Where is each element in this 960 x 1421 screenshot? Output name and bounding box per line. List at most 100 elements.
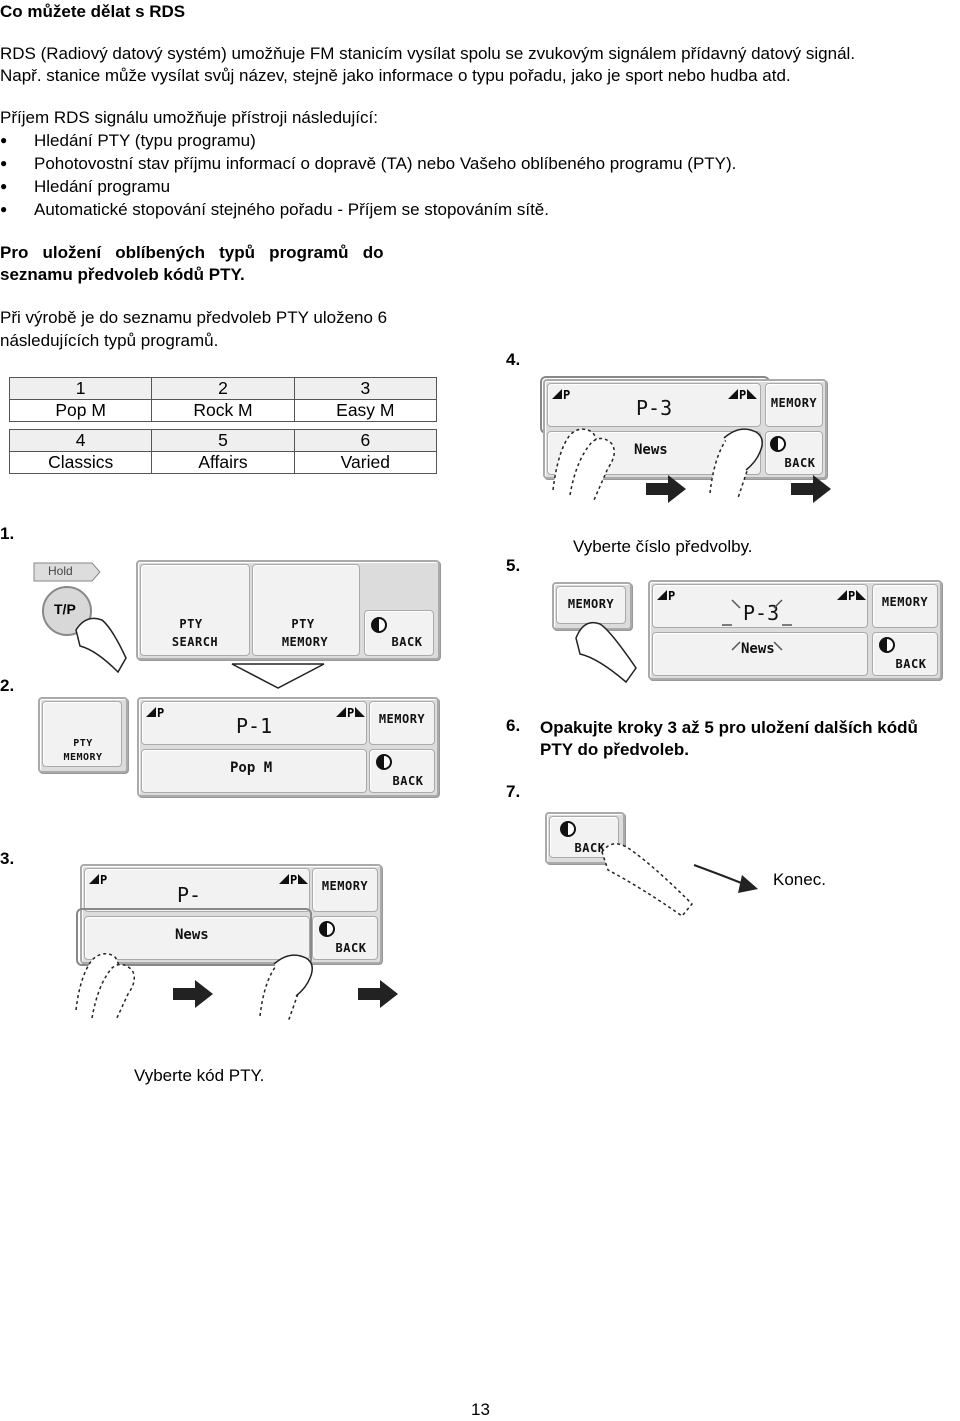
back-icon [376,754,392,770]
preset-up-icon: P [837,589,866,603]
preset-readout: P-3 [743,601,780,625]
preset-readout: P-1 [236,714,273,738]
memory-button[interactable]: MEMORY [872,584,938,628]
page-number: 13 [471,1400,490,1419]
pty-readout: News [634,442,668,458]
page-title: Co můžete dělat s RDS [0,2,186,21]
finger-icon [575,621,637,684]
intro-line-2: Např. stanice může vysílat svůj název, s… [0,66,791,85]
preset-up-icon: P [728,388,757,402]
panel-outline [76,908,312,966]
factory-presets-line-2: následujících typů programů. [0,331,219,350]
preset-down-icon: P [89,873,107,887]
preset-readout: P-3 [636,396,673,420]
factory-presets-line-1: Při výrobě je do seznamu předvoleb PTY u… [0,308,388,327]
pty-readout: Pop M [230,760,273,776]
pty-readout: News [175,927,209,943]
step-4-number: 4. [506,350,521,369]
display-panel: P P P-3 MEMORY News BACK [648,580,942,680]
arrow-right-icon [358,980,398,1008]
back-button[interactable]: BACK [364,610,434,656]
intro-line-1: RDS (Radiový datový systém) umožňuje FM … [0,44,856,63]
preset-readout: P- [177,883,202,907]
step-1-number: 1. [0,524,15,543]
rds-features-intro: Příjem RDS signálu umožňuje přístroji ná… [0,108,378,127]
back-icon [560,821,576,837]
store-heading-line-1: Pro uložení oblíbených typů programů do [0,243,384,262]
preset-up-icon: P [279,873,308,887]
preset-down-icon: P [146,706,164,720]
preset-name: Rock M [151,399,295,422]
arrow-right-icon [173,980,213,1008]
preset-number: 1 [8,377,153,400]
display-upper[interactable]: P P P-3 [547,383,761,427]
step-3-caption: Vyberte kód PTY. [134,1066,265,1085]
preset-number: 4 [8,429,153,452]
step-6-text-line-1: Opakujte kroky 3 až 5 pro uložení dalšíc… [540,718,918,737]
finger-icon [259,954,313,1023]
finger-icon [709,428,763,499]
preset-number: 5 [151,429,295,452]
back-button[interactable]: BACK [872,632,938,676]
preset-down-icon: P [552,388,570,402]
step-7-text: Konec. [773,870,826,889]
display-lower[interactable]: Pop M [141,749,367,793]
memory-button[interactable]: MEMORY [765,383,823,427]
preset-number: 3 [293,377,438,400]
pty-memory-button[interactable]: PTY MEMORY [252,564,360,656]
preset-number: 6 [293,429,438,452]
step-5-text: Vyberte číslo předvolby. [573,537,753,556]
step-2-number: 2. [0,676,15,695]
step-3-number: 3. [0,849,15,868]
back-icon [879,637,895,653]
arrow-down-icon [231,663,325,689]
pty-readout: News [741,641,775,657]
display-upper[interactable]: P P P-1 [141,701,367,745]
feature-list: ●Hledání PTY (typu programu) ●Pohotovost… [0,129,940,221]
hold-label: Hold [48,564,73,578]
display-lower[interactable]: News [84,916,310,960]
arrow-right-icon [693,864,758,893]
display-panel: PTY MEMORY [38,697,128,773]
memory-button[interactable]: MEMORY [312,868,378,912]
list-item: ●Hledání programu [0,177,171,196]
arrow-right-icon [791,475,831,503]
preset-number: 2 [151,377,295,400]
display-panel: BACK [545,812,625,864]
hold-tag [33,562,101,582]
preset-name: Easy M [293,399,438,422]
display-upper[interactable]: P P P-3 [652,584,868,628]
display-panel: P P P- MEMORY News BACK [80,864,382,964]
back-button[interactable]: BACK [312,916,378,960]
list-item: ●Pohotovostní stav příjmu informací o do… [0,154,737,173]
preset-name: Affairs [151,451,295,474]
display-lower[interactable]: News [652,632,868,676]
back-button[interactable]: BACK [549,816,619,858]
back-button[interactable]: BACK [369,749,435,793]
arrow-right-icon [646,475,686,503]
finger-icon [75,953,135,1021]
list-item: ●Automatické stopování stejného pořadu -… [0,200,549,219]
list-item: ●Hledání PTY (typu programu) [0,131,256,150]
display-panel: PTY SEARCH PTY MEMORY BACK [136,560,440,660]
step-7-number: 7. [506,782,521,801]
preset-name: Pop M [8,399,153,422]
step-5-number: 5. [506,556,521,575]
display-panel: P P P-1 MEMORY Pop M BACK [137,697,439,797]
store-heading-line-2: seznamu předvoleb kódů PTY. [0,265,245,284]
blink-icon [722,599,792,651]
back-button[interactable]: BACK [765,431,823,475]
memory-button[interactable]: MEMORY [369,701,435,745]
back-icon [319,921,335,937]
pty-search-button[interactable]: PTY SEARCH [140,564,250,656]
display-upper[interactable]: P P P- [84,868,310,912]
pty-memory-button[interactable]: PTY MEMORY [42,701,122,767]
finger-icon [552,428,615,501]
back-icon [770,436,786,452]
back-icon [371,617,387,633]
step-6-text-line-2: PTY do předvoleb. [540,740,689,759]
preset-down-icon: P [657,589,675,603]
finger-icon [75,617,127,674]
